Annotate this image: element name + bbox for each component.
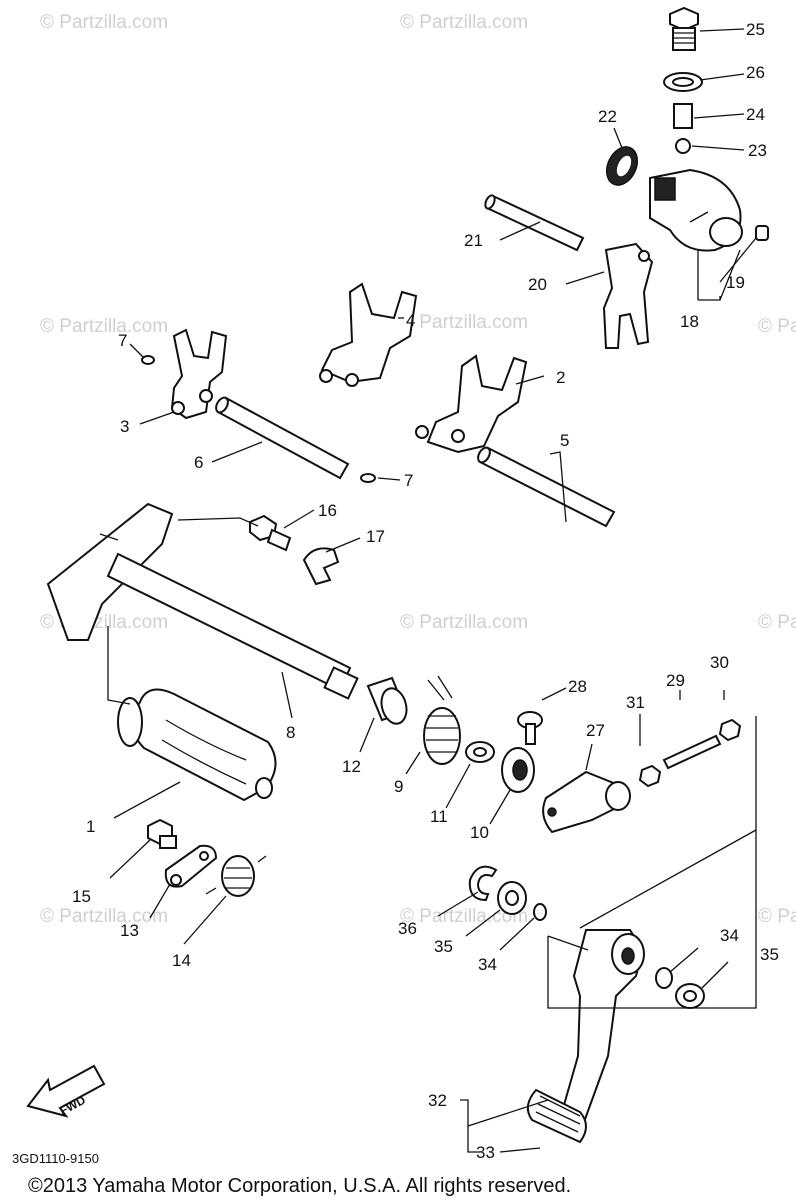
part-9-spring	[423, 675, 461, 765]
watermark: © Partzilla.com	[758, 612, 796, 633]
fwd-arrow: FWD	[26, 1064, 106, 1118]
callout-2: 2	[556, 368, 565, 387]
callout-13: 13	[120, 921, 139, 940]
part-28-bolt	[517, 711, 543, 745]
part-17-stopper	[302, 547, 340, 586]
part-32-shift-pedal	[556, 929, 645, 1136]
watermark: © Partzilla.com	[40, 316, 168, 337]
callout-19: 19	[726, 273, 745, 292]
callout-26: 26	[746, 63, 765, 82]
part-31-nut	[638, 764, 662, 788]
callout-32: 32	[428, 1091, 447, 1110]
watermark: © Partzilla.com	[758, 316, 796, 337]
part-34-o-ring	[533, 903, 547, 921]
callout-9: 9	[394, 777, 403, 796]
callout-29: 29	[666, 671, 685, 690]
part-8-shift-shaft	[46, 502, 359, 700]
part-1-shift-drum	[117, 688, 277, 802]
part-33-pedal-rubber	[526, 1088, 587, 1144]
callout-labels: 25 26 24 22 23 21 20 19 18 7 3 4 2 6 7 5…	[72, 20, 779, 1162]
callout-21: 21	[464, 231, 483, 250]
leader-lines	[99, 28, 757, 1153]
part-22-oil-seal	[606, 146, 638, 186]
callout-15: 15	[72, 887, 91, 906]
watermark: © Partzilla.com	[758, 906, 796, 927]
watermark: © Partzilla.com	[400, 612, 528, 633]
callout-5: 5	[560, 431, 569, 450]
part-27-rod-end	[542, 770, 631, 834]
part-14-spring	[205, 855, 267, 897]
callout-14: 14	[172, 951, 191, 970]
callout-11: 11	[430, 807, 448, 826]
part-26-washer-hole	[672, 77, 694, 87]
callout-3: 3	[120, 417, 129, 436]
part-18-holder	[649, 168, 743, 252]
part-24-spring	[673, 103, 693, 129]
part-6-shaft	[215, 396, 350, 480]
callout-31: 31	[626, 693, 645, 712]
part-11-washer-hole	[473, 747, 487, 757]
callout-16: 16	[318, 501, 337, 520]
callout-35: 35	[760, 945, 779, 964]
part-35-washer-hole	[683, 990, 697, 1002]
callout-12: 12	[342, 757, 361, 776]
part-3-shift-fork	[170, 328, 228, 420]
callout-35: 35	[434, 937, 453, 956]
part-35-washer-hole	[505, 890, 519, 906]
watermark: © Partzilla.com	[400, 906, 528, 927]
part-30-nut	[718, 718, 742, 742]
watermark: © Partzilla.com	[40, 12, 168, 33]
callout-4: 4	[406, 311, 415, 330]
part-34-o-ring	[655, 967, 673, 989]
callout-7: 7	[118, 331, 127, 350]
part-19-pin	[755, 225, 769, 241]
callout-33: 33	[476, 1143, 495, 1162]
callout-8: 8	[286, 723, 295, 742]
part-15-bolt	[147, 818, 177, 849]
callout-20: 20	[528, 275, 547, 294]
part-5-shaft	[477, 446, 616, 528]
part-7-circlip	[360, 473, 376, 483]
part-36-circlip	[468, 865, 498, 902]
callout-28: 28	[568, 677, 587, 696]
copyright-notice: ©2013 Yamaha Motor Corporation, U.S.A. A…	[28, 1175, 571, 1197]
callout-6: 6	[194, 453, 203, 472]
callout-27: 27	[586, 721, 605, 740]
part-20-shift-fork	[602, 242, 654, 349]
callout-24: 24	[746, 105, 765, 124]
callout-36: 36	[398, 919, 417, 938]
watermark: © Partzilla.com	[40, 906, 168, 927]
part-10-oil-seal	[501, 747, 535, 793]
callout-17: 17	[366, 527, 385, 546]
part-23-ball	[675, 138, 691, 154]
watermark: © Partzilla.com	[400, 12, 528, 33]
part-12-collar	[366, 676, 408, 725]
part-25-bolt	[669, 6, 699, 51]
part-21-shaft	[484, 194, 585, 252]
callout-22: 22	[598, 107, 617, 126]
part-29-rod	[662, 734, 722, 770]
callout-7: 7	[404, 471, 413, 490]
callout-25: 25	[746, 20, 765, 39]
part-2-shift-fork	[415, 354, 528, 454]
callout-18: 18	[680, 312, 699, 331]
watermark: © Partzilla.com	[400, 312, 528, 333]
watermark-layer: © Partzilla.com © Partzilla.com © Partzi…	[40, 12, 796, 927]
callout-1: 1	[86, 817, 95, 836]
part-7-circlip	[141, 355, 155, 365]
part-16-bolt	[249, 514, 292, 552]
diagram-code: 3GD1110-9150	[12, 1151, 99, 1166]
callout-10: 10	[470, 823, 489, 842]
callout-34: 34	[478, 955, 497, 974]
part-13-lever	[164, 844, 218, 888]
callout-34: 34	[720, 926, 739, 945]
part-4-shift-fork	[319, 282, 418, 387]
callout-30: 30	[710, 653, 729, 672]
callout-23: 23	[748, 141, 767, 160]
